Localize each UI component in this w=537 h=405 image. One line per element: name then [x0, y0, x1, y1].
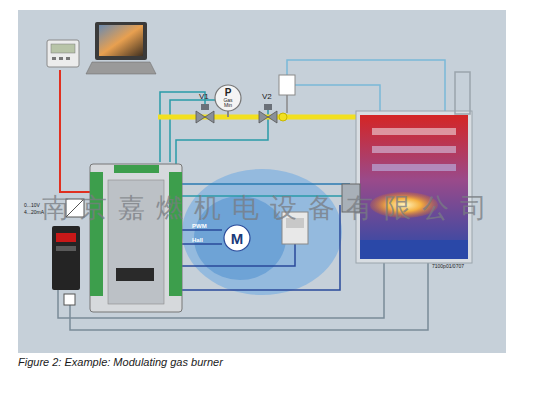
chimney	[455, 72, 470, 114]
valve-symbol	[259, 111, 277, 123]
furnace-casing	[356, 111, 472, 263]
controller-display	[116, 268, 154, 281]
hall-wire	[180, 243, 222, 245]
pipe-joint	[279, 113, 287, 121]
valve-name: V2	[262, 93, 272, 101]
node-text: P	[225, 88, 232, 98]
terminal-strip	[169, 172, 182, 296]
control-wire	[170, 100, 228, 162]
pwm-wire	[180, 229, 222, 231]
terminal-strip	[90, 172, 103, 296]
furnace-chamber	[360, 115, 468, 259]
watermark: 南京嘉燃机电设备有限公司	[42, 194, 498, 221]
terminal-strip	[114, 165, 159, 173]
temperature-controller	[52, 226, 80, 290]
figure-code: 7100p01/0707	[432, 264, 464, 269]
control-wire	[287, 60, 445, 112]
background-panel	[18, 10, 506, 353]
signal-name: Hall	[192, 237, 203, 243]
burner-controller	[90, 164, 182, 312]
display-screen	[51, 44, 75, 53]
flue-pass	[372, 146, 456, 153]
bus-wire	[60, 70, 92, 192]
controller-keys	[56, 246, 76, 251]
gas-actuator	[279, 75, 295, 95]
control-wire	[180, 183, 350, 185]
flue-pass	[372, 128, 456, 135]
node-text: M	[231, 231, 244, 246]
node-circle	[215, 85, 241, 111]
node-circle	[224, 225, 250, 251]
display-button	[66, 57, 70, 60]
blower-housing	[182, 169, 342, 295]
node-text: Min	[224, 103, 232, 108]
actuator-shaft	[286, 95, 288, 113]
circle-node: PGasMin	[214, 84, 242, 112]
figure-caption: Figure 2: Example: Modulating gas burner	[18, 357, 223, 368]
circle-node: M	[223, 224, 251, 252]
valve-name: V1	[199, 93, 209, 101]
valve-actuator	[201, 104, 209, 110]
display-unit	[47, 40, 79, 67]
laptop-base	[86, 62, 156, 74]
display-button	[52, 57, 56, 60]
valve-symbol	[196, 111, 214, 123]
laptop-screen	[95, 22, 147, 60]
laptop-display	[99, 25, 143, 56]
control-wire	[160, 92, 205, 162]
controller-digits	[56, 233, 76, 242]
signal-range: 4...20mA	[24, 210, 44, 215]
flue-pass	[372, 164, 456, 171]
sensor-box	[64, 294, 75, 305]
valve-actuator	[264, 104, 272, 110]
signal-name: PWM	[192, 223, 207, 229]
display-button	[59, 57, 63, 60]
furnace-base	[360, 240, 468, 259]
pressure-tap	[227, 111, 229, 117]
signal-range: 0...10V	[24, 203, 40, 208]
